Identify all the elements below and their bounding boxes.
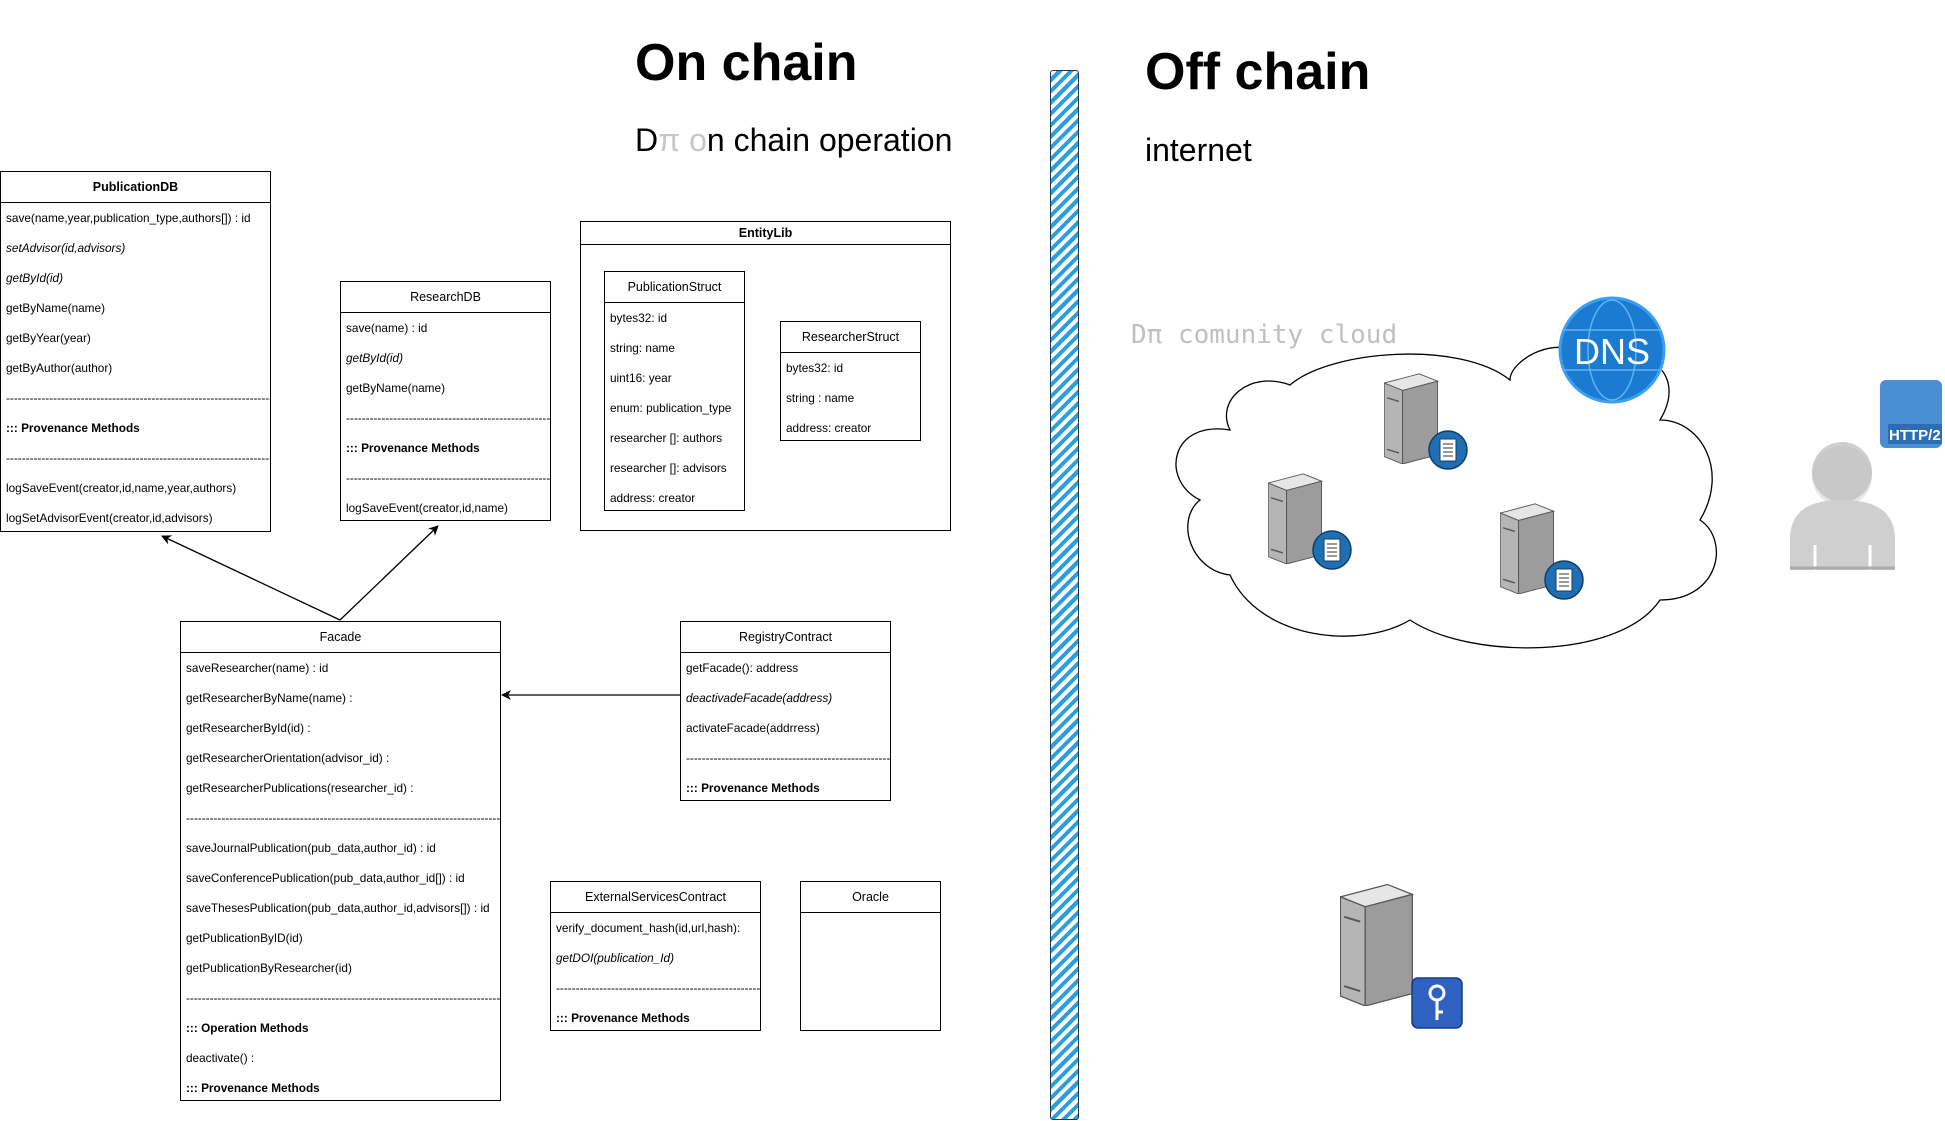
off-chain-heading: Off chain bbox=[1145, 43, 1371, 101]
member-row: logSetAdvisorEvent(creator,id,advisors) bbox=[6, 511, 213, 525]
entitylib-title: EntityLib bbox=[581, 222, 950, 245]
researcherstruct-title: ResearcherStruct bbox=[781, 322, 920, 353]
member-row: save(name) : id bbox=[346, 321, 428, 335]
member-row: getByName(name) bbox=[6, 301, 106, 315]
dns-label: DNS bbox=[1574, 331, 1650, 372]
http2-badge-icon bbox=[1880, 380, 1942, 448]
oracle-class[interactable]: Oracle bbox=[800, 881, 941, 1031]
section-label: ::: Provenance Methods bbox=[186, 1081, 320, 1095]
on-chain-sub-pi: π bbox=[658, 122, 681, 158]
researchdb-class[interactable]: ResearchDB save(name) : id getById(id) getB… bbox=[340, 281, 551, 521]
publicationdb-class[interactable]: PublicationDB save(name,year,publication_… bbox=[0, 171, 271, 532]
http2-label: HTTP/2 bbox=[1889, 427, 1941, 444]
member-row: getPublicationByResearcher(id) bbox=[186, 961, 352, 975]
section-label: ::: Provenance Methods bbox=[556, 1011, 690, 1025]
member-row: getResearcherByName(name) : bbox=[186, 691, 353, 705]
off-chain-subheading: internet bbox=[1145, 132, 1252, 168]
separator: ----------------------------------------… bbox=[186, 811, 500, 825]
key-server-icon bbox=[1340, 883, 1414, 1006]
separator: ----------------------------------------… bbox=[6, 391, 270, 405]
member-row: logSaveEvent(creator,id,name) bbox=[346, 501, 508, 515]
separator: ----------------------------------------… bbox=[186, 991, 500, 1005]
document-badge-icon bbox=[1312, 530, 1352, 570]
member-row: getDOI(publication_Id) bbox=[556, 951, 675, 965]
separator: ----------------------------------------… bbox=[346, 471, 550, 485]
member-row: uint16: year bbox=[610, 371, 672, 385]
separator: ----------------------------------------… bbox=[346, 411, 550, 425]
member-row: string: name bbox=[610, 341, 675, 355]
document-badge-icon bbox=[1428, 430, 1468, 470]
member-row: logSaveEvent(creator,id,name,year,author… bbox=[6, 481, 237, 495]
member-row: setAdvisor(id,advisors) bbox=[6, 241, 126, 255]
member-row: researcher []: advisors bbox=[610, 461, 727, 475]
facade-class[interactable]: Facade saveResearcher(name) : id getResear… bbox=[180, 621, 501, 1101]
publicationdb-title: PublicationDB bbox=[1, 172, 270, 203]
on-chain-sub-o: o bbox=[689, 122, 707, 158]
member-row: saveThesesPublication(pub_data,author_id… bbox=[186, 901, 490, 915]
member-row: string : name bbox=[786, 391, 855, 405]
on-chain-sub-rest: n chain operation bbox=[706, 122, 953, 158]
on-chain-subheading: Dπ on chain operation bbox=[635, 124, 952, 156]
key-badge-icon bbox=[1411, 977, 1463, 1029]
chain-divider bbox=[1050, 70, 1079, 1120]
member-row: getResearcherPublications(researcher_id)… bbox=[186, 781, 414, 795]
on-chain-heading: On chain bbox=[635, 34, 858, 92]
user-icon bbox=[1790, 442, 1895, 570]
separator: ----------------------------------------… bbox=[686, 751, 890, 765]
member-row: verify_document_hash(id,url,hash): bbox=[556, 921, 741, 935]
member-row: saveConferencePublication(pub_data,autho… bbox=[186, 871, 465, 885]
member-row: enum: publication_type bbox=[610, 401, 732, 415]
registrycontract-class[interactable]: RegistryContract getFacade(): address deac… bbox=[680, 621, 891, 801]
separator: ----------------------------------------… bbox=[6, 451, 270, 465]
member-row: activateFacade(addrress) bbox=[686, 721, 820, 735]
document-badge-icon bbox=[1544, 560, 1584, 600]
oracle-title: Oracle bbox=[801, 882, 940, 913]
community-cloud-label: Dπ comunity cloud bbox=[1131, 320, 1398, 350]
section-label: ::: Provenance Methods bbox=[346, 441, 480, 455]
member-row: getByYear(year) bbox=[6, 331, 91, 345]
member-row: saveResearcher(name) : id bbox=[186, 661, 329, 675]
member-row: researcher []: authors bbox=[610, 431, 723, 445]
section-label: ::: Operation Methods bbox=[186, 1021, 309, 1035]
member-row: deactivate() : bbox=[186, 1051, 255, 1065]
registrycontract-title: RegistryContract bbox=[681, 622, 890, 653]
externalservicescontract-class[interactable]: ExternalServicesContract verify_document_… bbox=[550, 881, 761, 1031]
externalservicescontract-title: ExternalServicesContract bbox=[551, 882, 760, 913]
publicationstruct-class[interactable]: PublicationStruct bytes32: id string: name… bbox=[604, 271, 745, 511]
member-row: getResearcherOrientation(advisor_id) : bbox=[186, 751, 390, 765]
facade-to-publicationdb-arrow bbox=[161, 535, 341, 621]
member-row: getByName(name) bbox=[346, 381, 446, 395]
member-row: getById(id) bbox=[6, 271, 64, 285]
member-row: getResearcherById(id) : bbox=[186, 721, 311, 735]
member-row: saveJournalPublication(pub_data,author_i… bbox=[186, 841, 436, 855]
member-row: getPublicationByID(id) bbox=[186, 931, 303, 945]
member-row: address: creator bbox=[786, 421, 872, 435]
section-label: ::: Provenance Methods bbox=[686, 781, 820, 795]
member-row: getByAuthor(author) bbox=[6, 361, 113, 375]
member-row: save(name,year,publication_type,authors[… bbox=[6, 211, 251, 225]
member-row: deactivadeFacade(address) bbox=[686, 691, 833, 705]
separator: ----------------------------------------… bbox=[556, 981, 760, 995]
member-row: getFacade(): address bbox=[686, 661, 799, 675]
member-row: address: creator bbox=[610, 491, 696, 505]
member-row: bytes32: id bbox=[610, 311, 668, 325]
on-chain-sub-prefix: D bbox=[635, 122, 659, 158]
member-row: getById(id) bbox=[346, 351, 404, 365]
researcherstruct-class[interactable]: ResearcherStruct bytes32: id string : name… bbox=[780, 321, 921, 441]
facade-title: Facade bbox=[181, 622, 500, 653]
dns-globe-icon bbox=[1558, 296, 1666, 404]
researchdb-title: ResearchDB bbox=[341, 282, 550, 313]
publicationstruct-title: PublicationStruct bbox=[605, 272, 744, 303]
facade-to-researchdb-arrow bbox=[339, 525, 439, 621]
member-row: bytes32: id bbox=[786, 361, 844, 375]
section-label: ::: Provenance Methods bbox=[6, 421, 140, 435]
